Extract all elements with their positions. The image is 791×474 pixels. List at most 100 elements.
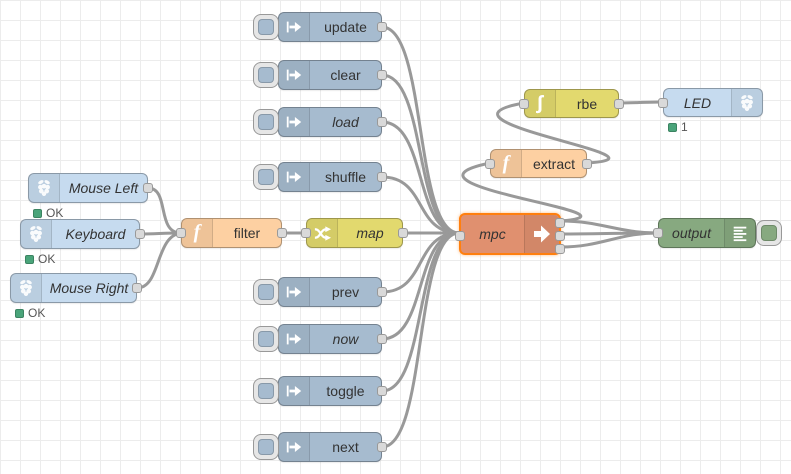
debug-toggle-button[interactable] (756, 220, 782, 246)
node-rbe[interactable]: ∫∫ rbe (519, 89, 624, 118)
status-dot (15, 308, 24, 318)
node-load[interactable]: load (253, 107, 387, 137)
node-label: now (332, 331, 359, 347)
output-port[interactable] (143, 183, 153, 193)
wire-shuffle-mpc[interactable] (380, 175, 461, 235)
inject-button[interactable] (253, 279, 279, 305)
node-mouse-left[interactable]: Mouse Left OK (28, 173, 153, 220)
raspberry-pi-icon (11, 274, 42, 302)
wire-extract-rbe[interactable] (496, 101, 610, 165)
inject-button[interactable] (253, 62, 279, 88)
node-status: OK (25, 252, 55, 266)
node-label: update (324, 19, 367, 35)
output-port-1[interactable] (555, 218, 565, 228)
output-port[interactable] (377, 117, 387, 127)
node-label: map (356, 225, 384, 241)
node-label: toggle (326, 383, 365, 399)
output-port[interactable] (277, 228, 287, 238)
inject-button[interactable] (253, 326, 279, 352)
inject-button[interactable] (253, 109, 279, 135)
output-port[interactable] (377, 70, 387, 80)
wire-load-mpc[interactable] (380, 120, 461, 235)
node-mouse-right[interactable]: Mouse Right OK (10, 273, 142, 320)
raspberry-pi-icon (21, 220, 52, 248)
node-shuffle[interactable]: shuffle (253, 162, 387, 192)
inject-icon (279, 433, 310, 461)
inject-icon (279, 13, 310, 41)
node-label: Keyboard (65, 226, 126, 242)
node-toggle[interactable]: toggle (253, 376, 387, 406)
node-led[interactable]: LED 1 (658, 88, 763, 134)
wire-mpc1-output[interactable] (559, 219, 660, 235)
wire-next-mpc[interactable] (380, 231, 461, 449)
wire-mpc3-output[interactable] (559, 231, 660, 249)
node-label: extract (532, 155, 575, 172)
input-port[interactable] (301, 228, 311, 238)
input-port[interactable] (485, 158, 495, 169)
wire-update-mpc[interactable] (380, 25, 461, 235)
output-port[interactable] (398, 228, 408, 238)
output-port[interactable] (377, 442, 387, 452)
output-port[interactable] (377, 287, 387, 297)
node-label: prev (331, 284, 360, 300)
inject-button[interactable] (253, 164, 279, 190)
wire-now-mpc[interactable] (380, 231, 461, 341)
function-icon: f (182, 219, 213, 247)
raspberry-pi-icon (29, 174, 60, 202)
node-clear[interactable]: clear (253, 60, 387, 90)
node-update[interactable]: update (253, 12, 387, 42)
node-filter[interactable]: f filter (176, 218, 287, 248)
input-port[interactable] (519, 98, 529, 109)
node-next[interactable]: next (253, 432, 387, 462)
node-label: mpc (479, 226, 506, 242)
output-port-3[interactable] (555, 244, 565, 254)
wire-clear-mpc[interactable] (380, 73, 461, 235)
wire-mpc1-extract[interactable] (461, 161, 583, 223)
inject-button[interactable] (253, 378, 279, 404)
input-port[interactable] (176, 228, 186, 238)
inject-icon (279, 61, 310, 89)
node-label: clear (330, 67, 361, 83)
function-icon: f (491, 150, 522, 177)
node-label: shuffle (325, 169, 366, 185)
output-port[interactable] (132, 283, 142, 293)
wire-rbe-led[interactable] (617, 100, 665, 105)
raspberry-pi-icon (731, 89, 762, 116)
output-port[interactable] (377, 172, 387, 182)
node-label: load (332, 114, 359, 130)
output-port[interactable] (614, 98, 624, 109)
node-label: rbe (576, 95, 598, 112)
output-port-2[interactable] (555, 231, 565, 241)
inject-icon (279, 278, 310, 306)
node-map[interactable]: map (301, 218, 408, 248)
inject-button[interactable] (253, 434, 279, 460)
debug-list-icon (724, 219, 755, 247)
wire-toggle-mpc[interactable] (380, 231, 461, 393)
input-port[interactable] (658, 97, 668, 108)
output-port[interactable] (582, 158, 592, 169)
status-dot (25, 254, 34, 264)
inject-button[interactable] (253, 14, 279, 40)
status-dot (668, 122, 677, 132)
node-extract[interactable]: f extract (485, 149, 592, 178)
status-dot (33, 208, 42, 218)
input-port[interactable] (653, 228, 663, 238)
output-port[interactable] (377, 386, 387, 396)
node-prev[interactable]: prev (253, 277, 387, 307)
node-status: OK (33, 206, 63, 220)
node-now[interactable]: now (253, 324, 387, 354)
node-label: Mouse Left (68, 180, 139, 196)
output-port[interactable] (135, 229, 145, 239)
wire-mouseleft-filter[interactable] (146, 186, 183, 235)
input-port[interactable] (455, 231, 465, 241)
output-port[interactable] (377, 22, 387, 32)
wire-mouseright-filter[interactable] (135, 231, 183, 290)
node-mpc[interactable]: mpc (455, 213, 565, 255)
node-keyboard[interactable]: Keyboard OK (20, 219, 145, 266)
inject-icon (279, 108, 310, 136)
node-output[interactable]: output (653, 218, 782, 248)
output-port[interactable] (377, 334, 387, 344)
hysteresis-icon: ∫∫ (525, 90, 556, 117)
node-label: output (672, 225, 711, 241)
